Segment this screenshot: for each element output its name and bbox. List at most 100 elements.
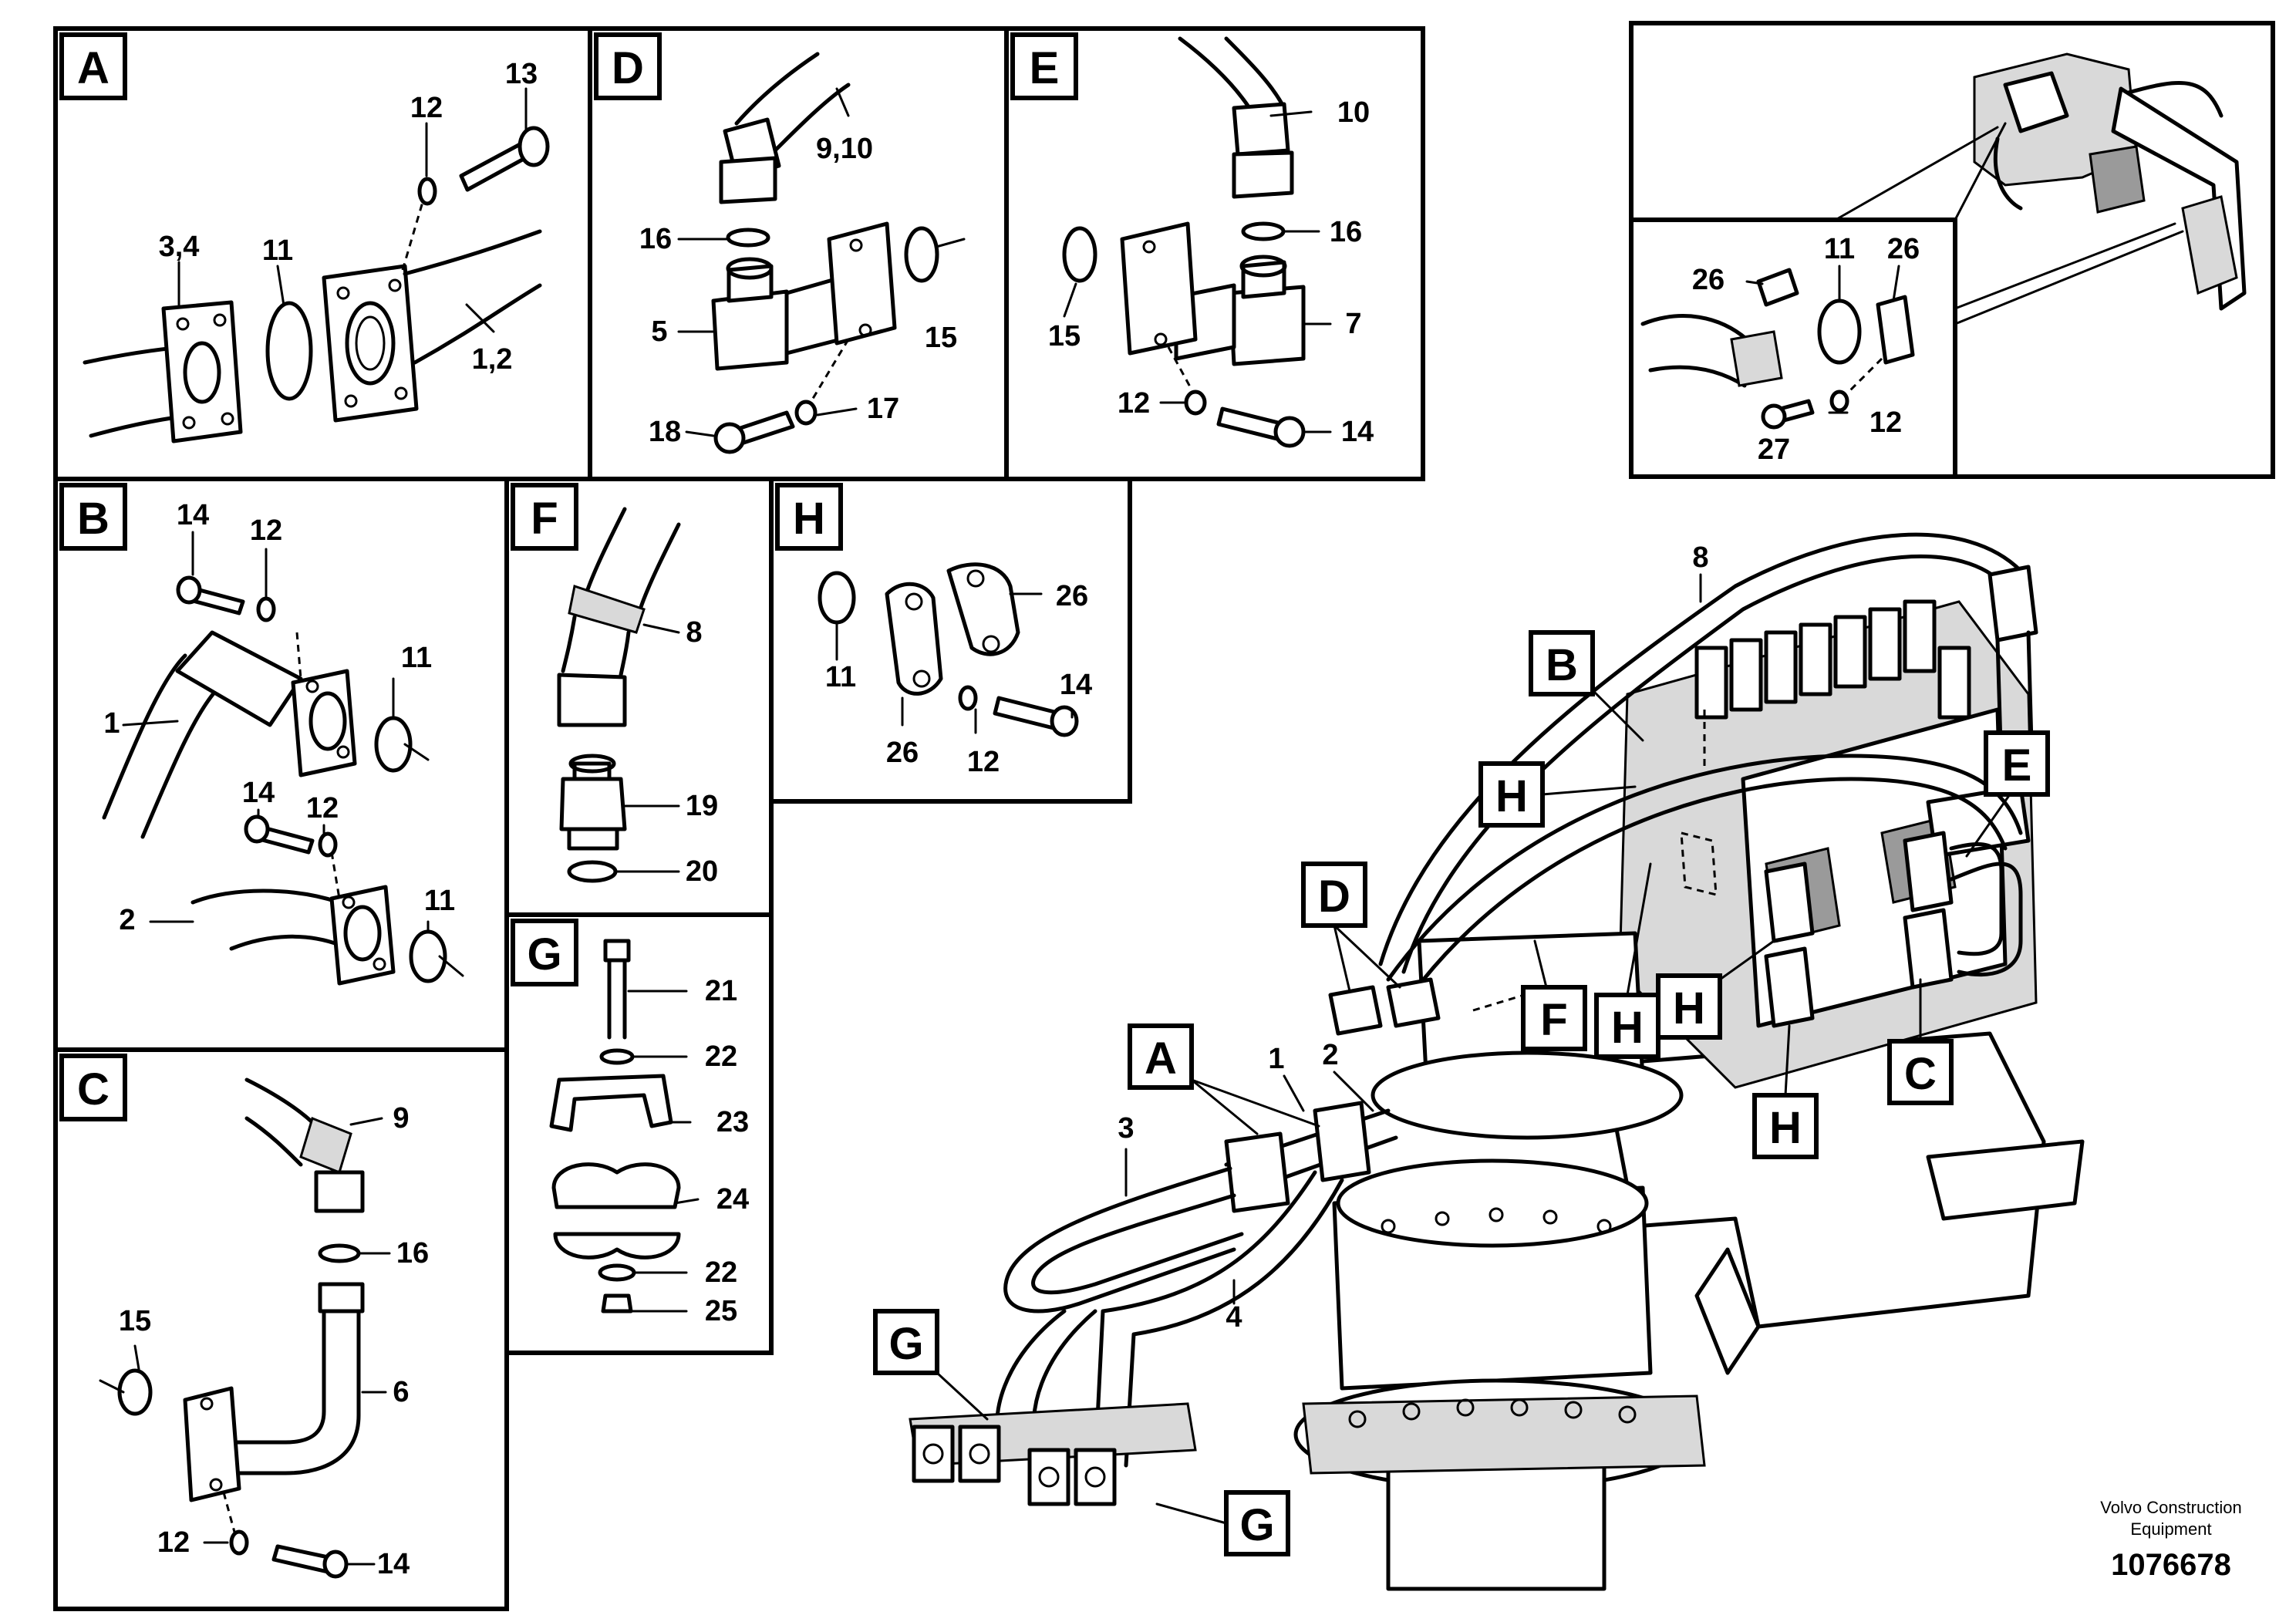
label-20: 20: [686, 855, 718, 888]
svg-text:E: E: [2002, 740, 2032, 791]
panel-f: F 8 19 20: [504, 477, 774, 917]
label-1: 1: [103, 707, 120, 740]
label-14: 14: [177, 499, 209, 531]
panel-e-letter: E: [1030, 43, 1060, 93]
label-16: 16: [396, 1237, 429, 1270]
main-assembly-view: 8 1 2 3 4 A B C D: [873, 532, 2085, 1591]
label-3-4: 3,4: [159, 231, 200, 263]
callout-h-lower[interactable]: H: [1752, 1024, 1819, 1159]
label-12: 12: [1118, 387, 1150, 420]
label-9: 9: [393, 1102, 409, 1135]
panel-g-letter: G: [527, 929, 561, 980]
label-26: 26: [1056, 580, 1088, 612]
swing-motor-bolts: [1348, 1207, 1637, 1428]
label-2: 2: [119, 904, 135, 936]
label-26: 26: [1887, 233, 1920, 265]
callout-b[interactable]: B: [1529, 630, 1644, 742]
callout-e[interactable]: E: [1965, 730, 2050, 858]
callout-h-center[interactable]: H: [1594, 862, 1660, 1059]
label-18: 18: [649, 416, 681, 448]
label-10: 10: [1337, 96, 1370, 129]
callout-f[interactable]: F: [1521, 939, 1587, 1051]
label-11: 11: [825, 661, 856, 693]
label-6: 6: [393, 1376, 409, 1408]
panel-a: A 13 12 3,4 11 1,2: [53, 26, 592, 481]
label-11: 11: [262, 234, 293, 267]
label-23: 23: [716, 1106, 749, 1138]
callout-a[interactable]: A: [1128, 1023, 1320, 1135]
svg-text:H: H: [1673, 983, 1705, 1034]
label-1: 1: [1268, 1043, 1284, 1075]
label-27: 27: [1758, 433, 1790, 466]
label-2: 2: [1322, 1039, 1338, 1071]
svg-text:G: G: [888, 1319, 923, 1369]
callout-g-lower[interactable]: G: [1155, 1490, 1290, 1556]
svg-text:D: D: [1318, 872, 1350, 922]
svg-text:H: H: [1769, 1103, 1802, 1153]
callout-c[interactable]: C: [1887, 978, 1954, 1105]
g-clamp-assembly: [909, 1402, 1197, 1506]
footer: Volvo Construction Equipment 1076678: [2100, 1498, 2241, 1582]
label-26: 26: [886, 737, 919, 769]
svg-text:G: G: [1239, 1500, 1274, 1550]
callout-d[interactable]: D: [1301, 862, 1401, 993]
panel-h-letter: H: [793, 494, 825, 544]
panel-c-letter: C: [77, 1064, 110, 1114]
label-13: 13: [505, 58, 538, 90]
label-22: 22: [705, 1040, 737, 1073]
panel-b-letter: B: [77, 494, 110, 544]
label-14: 14: [377, 1548, 410, 1580]
inset-detail: 26 11 26 27 12: [1629, 21, 2275, 479]
label-15: 15: [1048, 320, 1081, 352]
svg-text:H: H: [1495, 771, 1528, 821]
label-14: 14: [242, 777, 275, 809]
label-12: 12: [410, 92, 443, 124]
label-11: 11: [1824, 233, 1855, 265]
label-12: 12: [250, 514, 282, 547]
label-7: 7: [1345, 308, 1361, 340]
label-12: 12: [157, 1526, 190, 1559]
callout-h-left[interactable]: H: [1478, 761, 1637, 828]
label-11: 11: [401, 642, 432, 674]
label-11: 11: [424, 885, 455, 917]
panel-d-letter: D: [612, 43, 644, 93]
panel-h: H 11 26 14 26 12: [769, 477, 1132, 804]
label-26: 26: [1692, 264, 1725, 296]
brand-name: Volvo Construction: [2100, 1498, 2241, 1517]
label-14: 14: [1341, 416, 1374, 448]
label-12: 12: [306, 792, 339, 824]
label-12: 12: [1870, 406, 1902, 439]
panel-a-letter: A: [77, 43, 110, 93]
panel-c: C 9 16 15 6 12 14: [53, 1047, 509, 1611]
svg-text:B: B: [1546, 640, 1578, 690]
panel-e: E 10 16 15 7 12 14: [1004, 26, 1425, 481]
brand-subline: Equipment: [2130, 1519, 2211, 1539]
callout-h-right[interactable]: H: [1656, 939, 1775, 1040]
drawing-number: 1076678: [2111, 1548, 2231, 1582]
label-5: 5: [651, 315, 667, 348]
label-9-10: 9,10: [816, 133, 873, 165]
label-22: 22: [705, 1256, 737, 1289]
svg-text:C: C: [1904, 1049, 1937, 1099]
label-21: 21: [705, 975, 737, 1007]
label-16: 16: [1330, 216, 1362, 248]
label-8: 8: [686, 616, 702, 649]
label-25: 25: [705, 1295, 737, 1327]
svg-text:H: H: [1611, 1003, 1644, 1053]
svg-text:F: F: [1540, 995, 1567, 1045]
label-1-2: 1,2: [472, 343, 513, 376]
label-15: 15: [119, 1305, 151, 1337]
label-17: 17: [867, 393, 899, 425]
callout-g-upper[interactable]: G: [873, 1309, 989, 1421]
label-14: 14: [1060, 669, 1092, 701]
panel-d: D 9,10 16 5 15 18 17: [588, 26, 1009, 481]
label-8: 8: [1692, 541, 1708, 574]
label-3: 3: [1118, 1112, 1134, 1145]
label-15: 15: [925, 322, 957, 354]
label-16: 16: [639, 223, 672, 255]
panel-g: G 21 22 23 24 22 25: [504, 912, 774, 1355]
label-4: 4: [1226, 1301, 1242, 1334]
panel-b: B 14 12 11 1: [53, 477, 509, 1052]
label-24: 24: [716, 1183, 749, 1216]
